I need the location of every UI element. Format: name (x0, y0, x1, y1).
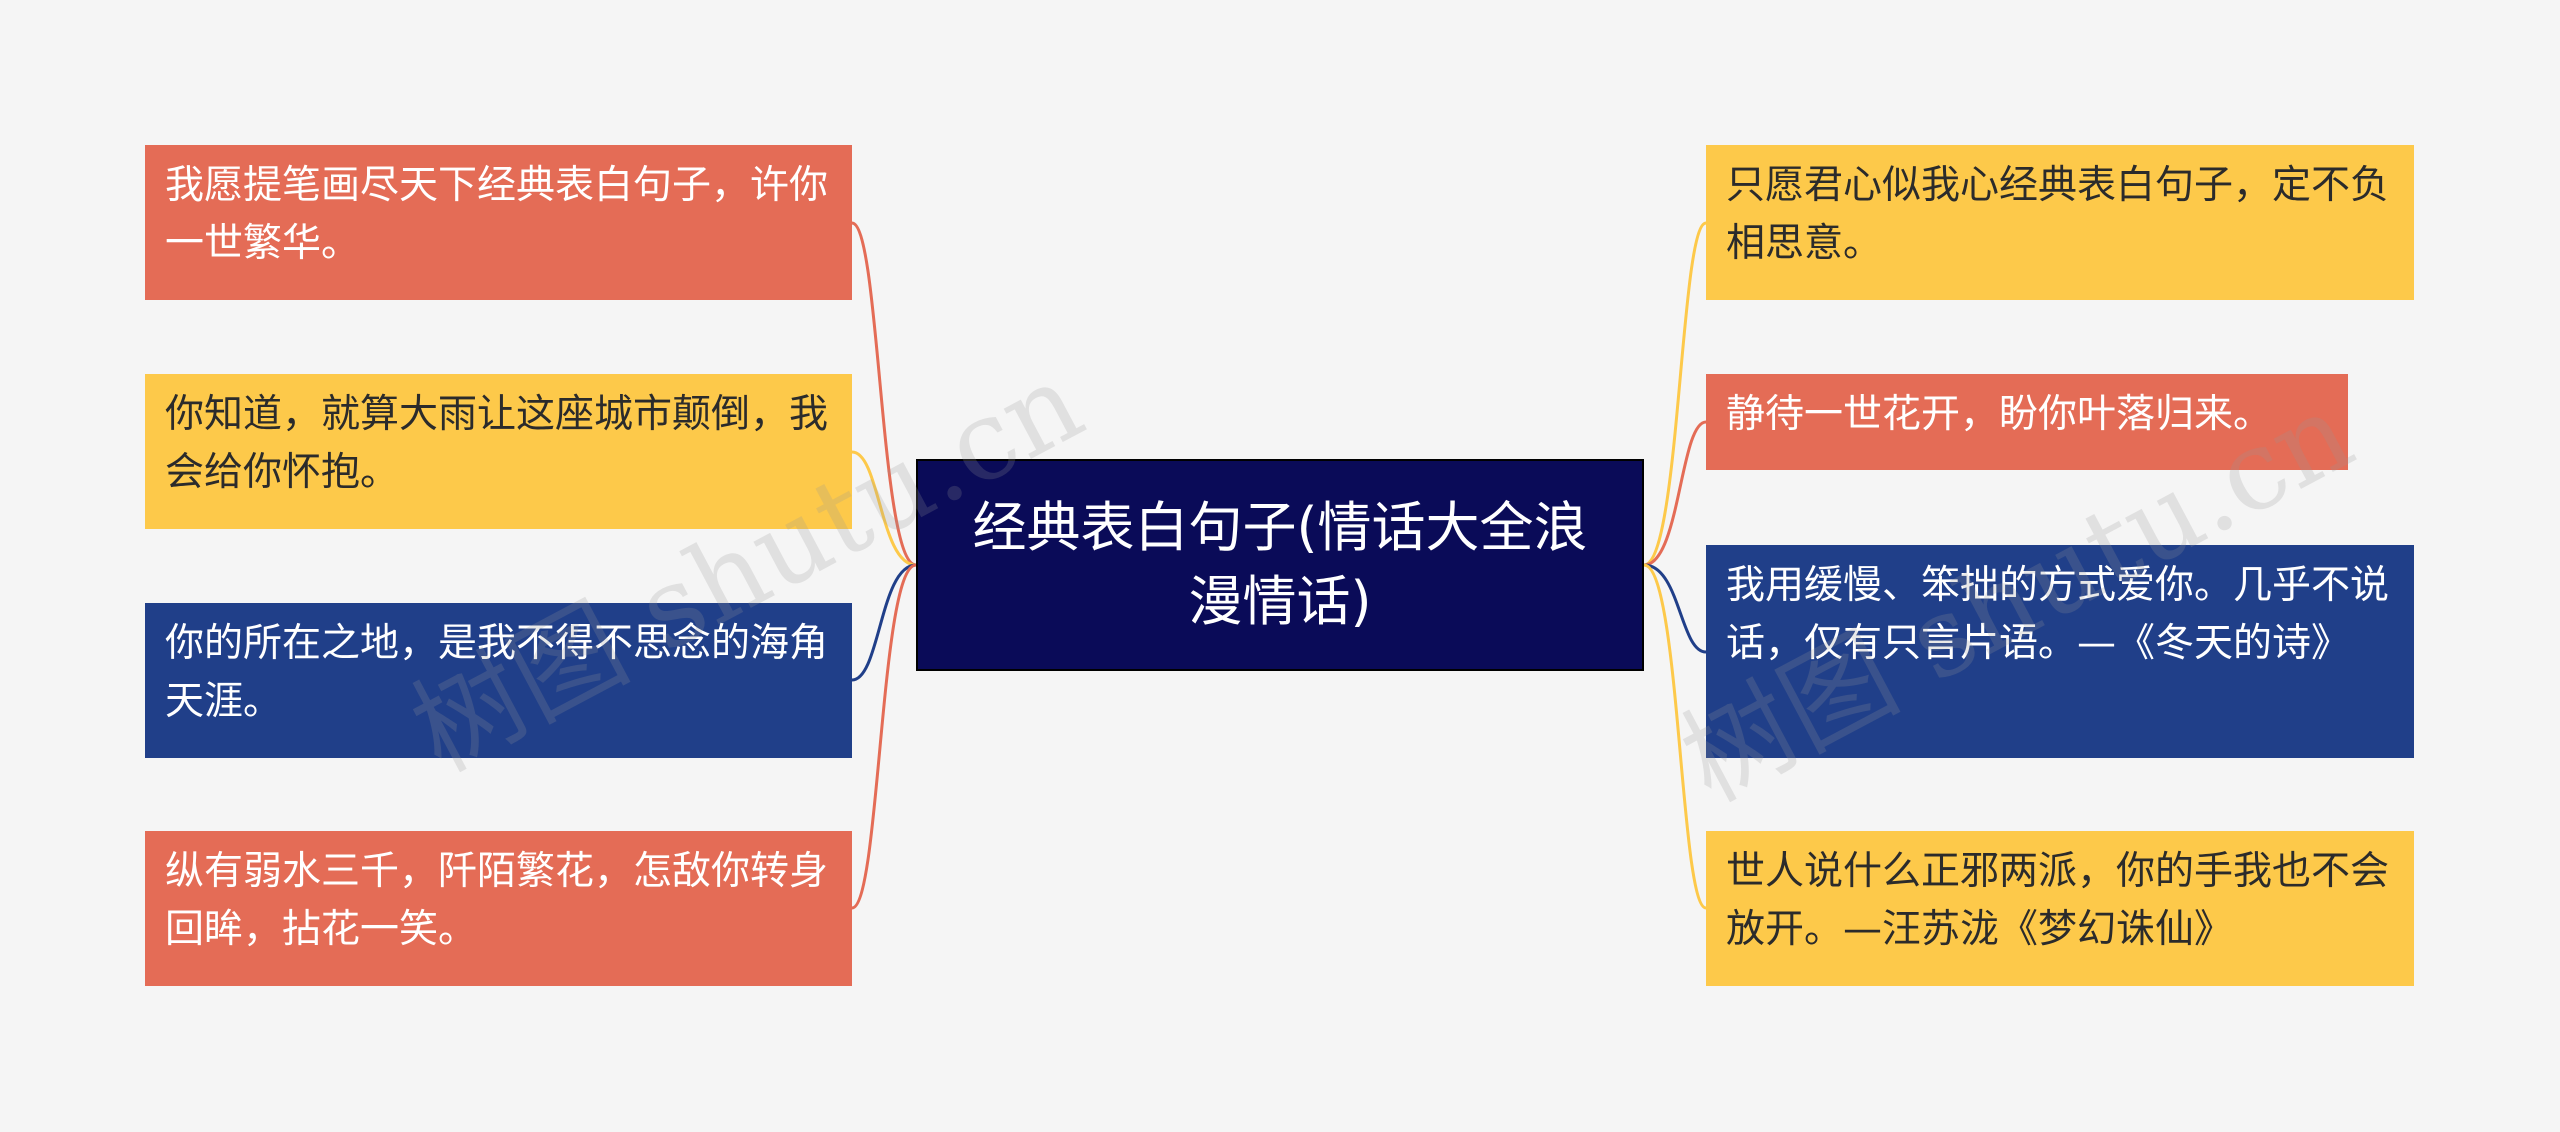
left-node-1-text: 我愿提笔画尽天下经典表白句子，许你一世繁华。 (165, 163, 829, 266)
right-node-1[interactable]: 只愿君心似我心经典表白句子，定不负相思意。 (1706, 145, 2414, 300)
connector-right-2 (1643, 420, 1707, 567)
connector-right-3 (1643, 563, 1707, 654)
connector-left-2 (851, 450, 917, 567)
left-node-3-text: 你的所在之地，是我不得不思念的海角天涯。 (165, 621, 829, 724)
right-node-3-text: 我用缓慢、笨拙的方式爱你。几乎不说话，仅有只言片语。—《冬天的诗》 (1726, 563, 2390, 666)
connector-left-4 (851, 563, 917, 910)
left-node-3[interactable]: 你的所在之地，是我不得不思念的海角天涯。 (145, 603, 852, 758)
right-node-4-text: 世人说什么正邪两派，你的手我也不会放开。—汪苏泷《梦幻诛仙》 (1726, 849, 2390, 952)
connector-right-1 (1643, 221, 1707, 567)
left-node-2[interactable]: 你知道，就算大雨让这座城市颠倒，我会给你怀抱。 (145, 374, 852, 529)
right-node-3[interactable]: 我用缓慢、笨拙的方式爱你。几乎不说话，仅有只言片语。—《冬天的诗》 (1706, 545, 2414, 758)
right-node-2-text: 静待一世花开，盼你叶落归来。 (1726, 392, 2273, 437)
connector-left-1 (851, 221, 917, 567)
left-node-4-text: 纵有弱水三千，阡陌繁花，怎敌你转身回眸，拈花一笑。 (165, 849, 829, 952)
connector-right-4 (1643, 563, 1707, 910)
right-node-4[interactable]: 世人说什么正邪两派，你的手我也不会放开。—汪苏泷《梦幻诛仙》 (1706, 831, 2414, 986)
right-node-1-text: 只愿君心似我心经典表白句子，定不负相思意。 (1726, 163, 2390, 266)
right-node-2[interactable]: 静待一世花开，盼你叶落归来。 (1706, 374, 2348, 470)
left-node-1[interactable]: 我愿提笔画尽天下经典表白句子，许你一世繁华。 (145, 145, 852, 300)
connector-left-3 (851, 563, 917, 682)
left-node-4[interactable]: 纵有弱水三千，阡陌繁花，怎敌你转身回眸，拈花一笑。 (145, 831, 852, 986)
left-node-2-text: 你知道，就算大雨让这座城市颠倒，我会给你怀抱。 (165, 392, 829, 495)
central-topic[interactable]: 经典表白句子(情话大全浪漫情话) (916, 459, 1644, 671)
central-topic-text: 经典表白句子(情话大全浪漫情话) (972, 496, 1588, 633)
